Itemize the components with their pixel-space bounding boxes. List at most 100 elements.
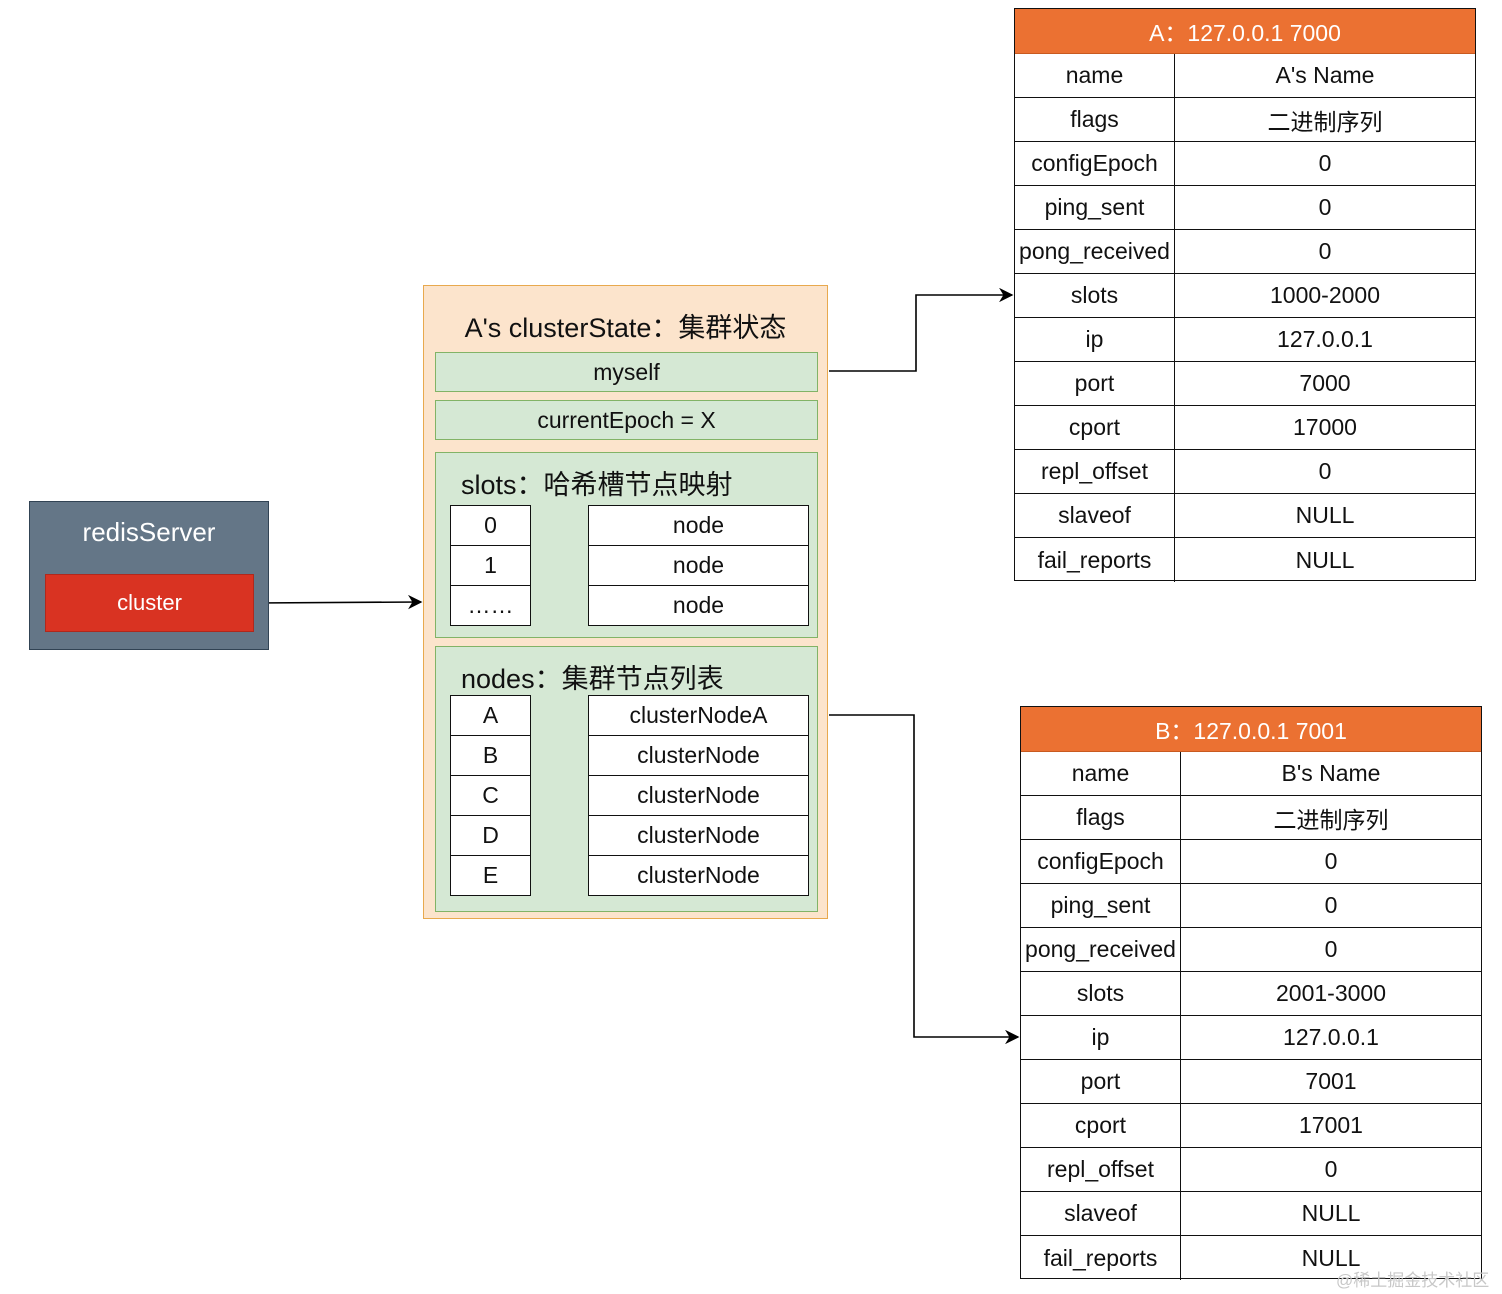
slot-node-cell[interactable]: node bbox=[588, 505, 809, 546]
slot-key-cell: 1 bbox=[450, 545, 531, 586]
node-value-cell[interactable]: clusterNode bbox=[588, 815, 809, 856]
field-value: 7001 bbox=[1305, 1068, 1357, 1094]
field-key: ping_sent bbox=[1021, 884, 1181, 927]
field-row: ping_sent 0 bbox=[1015, 186, 1475, 230]
field-key: repl_offset bbox=[1021, 1148, 1181, 1191]
field-value: 0 bbox=[1318, 150, 1332, 176]
node-key-cell: B bbox=[450, 735, 531, 776]
field-row: name B's Name bbox=[1021, 752, 1481, 796]
field-row: flags 二进制序列 bbox=[1015, 98, 1475, 142]
field-row: pong_received 0 bbox=[1021, 928, 1481, 972]
field-row: cport 17001 bbox=[1021, 1104, 1481, 1148]
field-key: name bbox=[1015, 54, 1175, 97]
arrow-cluster-to-state bbox=[253, 594, 423, 610]
node-key-cell: E bbox=[450, 855, 531, 896]
field-key: slaveof bbox=[1021, 1192, 1181, 1235]
field-key: ip bbox=[1015, 318, 1175, 361]
watermark: @稀土掘金技术社区 bbox=[1336, 1271, 1490, 1290]
field-value: 0 bbox=[1324, 848, 1338, 874]
node-key-cell: A bbox=[450, 695, 531, 736]
arrow-myself-to-node-a bbox=[829, 287, 1014, 372]
field-key: flags bbox=[1015, 98, 1175, 141]
field-value: 0 bbox=[1324, 1156, 1338, 1182]
field-value: 0 bbox=[1324, 892, 1338, 918]
field-value: 17000 bbox=[1293, 414, 1357, 440]
field-row: port 7001 bbox=[1021, 1060, 1481, 1104]
field-key: configEpoch bbox=[1021, 840, 1181, 883]
field-value: 0 bbox=[1318, 194, 1332, 220]
field-key: pong_received bbox=[1021, 928, 1181, 971]
field-row: ping_sent 0 bbox=[1021, 884, 1481, 928]
field-row: flags 二进制序列 bbox=[1021, 796, 1481, 840]
arrow-clusternodea-to-node-b bbox=[829, 714, 1020, 1045]
slot-key-cell: …… bbox=[450, 585, 531, 626]
field-key: configEpoch bbox=[1015, 142, 1175, 185]
field-key: repl_offset bbox=[1015, 450, 1175, 493]
cluster-field[interactable]: cluster bbox=[45, 574, 254, 632]
slot-key-cell: 0 bbox=[450, 505, 531, 546]
field-value: 0 bbox=[1318, 238, 1332, 264]
field-value: 127.0.0.1 bbox=[1283, 1024, 1379, 1050]
slot-node-cell[interactable]: node bbox=[588, 545, 809, 586]
field-key: cport bbox=[1015, 406, 1175, 449]
field-key: port bbox=[1021, 1060, 1181, 1103]
current-epoch-field: currentEpoch = X bbox=[435, 400, 818, 440]
slot-node-cell[interactable]: node bbox=[588, 585, 809, 626]
field-value: 二进制序列 bbox=[1267, 108, 1383, 135]
node-b-table: B：127.0.0.1 7001 name B's Name flags 二进制序列 c… bbox=[1020, 706, 1482, 1280]
field-row: fail_reports NULL bbox=[1021, 1236, 1481, 1280]
field-key: slaveof bbox=[1015, 494, 1175, 537]
node-value-cell[interactable]: clusterNodeA bbox=[588, 695, 809, 736]
field-value: 二进制序列 bbox=[1273, 806, 1389, 833]
field-value: 7000 bbox=[1299, 370, 1351, 396]
field-row: cport 17000 bbox=[1015, 406, 1475, 450]
field-row: configEpoch 0 bbox=[1015, 142, 1475, 186]
node-a-table: A：127.0.0.1 7000 name A's Name flags 二进制序列 c… bbox=[1014, 8, 1476, 582]
node-key-cell: C bbox=[450, 775, 531, 816]
field-row: name A's Name bbox=[1015, 54, 1475, 98]
node-key-cell: D bbox=[450, 815, 531, 856]
redis-server-title: redisServer bbox=[82, 517, 216, 547]
field-value: 1000-2000 bbox=[1270, 282, 1380, 308]
field-key: name bbox=[1021, 752, 1181, 795]
field-value: NULL bbox=[1295, 502, 1355, 528]
node-a-header: A：127.0.0.1 7000 bbox=[1015, 9, 1475, 54]
field-row: configEpoch 0 bbox=[1021, 840, 1481, 884]
field-key: fail_reports bbox=[1021, 1236, 1181, 1280]
myself-field[interactable]: myself bbox=[435, 352, 818, 392]
field-value: NULL bbox=[1295, 546, 1355, 573]
field-key: cport bbox=[1021, 1104, 1181, 1147]
field-value: NULL bbox=[1301, 1200, 1361, 1226]
field-key: ping_sent bbox=[1015, 186, 1175, 229]
field-row: ip 127.0.0.1 bbox=[1021, 1016, 1481, 1060]
field-row: slots 1000-2000 bbox=[1015, 274, 1475, 318]
field-value: 2001-3000 bbox=[1276, 980, 1386, 1006]
node-value-cell[interactable]: clusterNode bbox=[588, 775, 809, 816]
field-value: NULL bbox=[1301, 1244, 1361, 1271]
field-row: repl_offset 0 bbox=[1015, 450, 1475, 494]
field-row: repl_offset 0 bbox=[1021, 1148, 1481, 1192]
field-key: flags bbox=[1021, 796, 1181, 839]
cluster-state-title: A's clusterState：集群状态 bbox=[464, 313, 787, 343]
field-value: 0 bbox=[1318, 458, 1332, 484]
node-b-header: B：127.0.0.1 7001 bbox=[1021, 707, 1481, 752]
field-value: A's Name bbox=[1275, 62, 1375, 88]
node-value-cell[interactable]: clusterNode bbox=[588, 855, 809, 896]
field-value: 127.0.0.1 bbox=[1277, 326, 1373, 352]
field-row: slaveof NULL bbox=[1015, 494, 1475, 538]
field-value: 0 bbox=[1324, 936, 1338, 962]
field-key: ip bbox=[1021, 1016, 1181, 1059]
field-key: pong_received bbox=[1015, 230, 1175, 273]
field-value: 17001 bbox=[1299, 1112, 1363, 1138]
node-value-cell[interactable]: clusterNode bbox=[588, 735, 809, 776]
redis-server-box: redisServer cluster bbox=[29, 501, 269, 650]
field-key: slots bbox=[1015, 274, 1175, 317]
field-value: B's Name bbox=[1281, 760, 1381, 786]
field-row: pong_received 0 bbox=[1015, 230, 1475, 274]
